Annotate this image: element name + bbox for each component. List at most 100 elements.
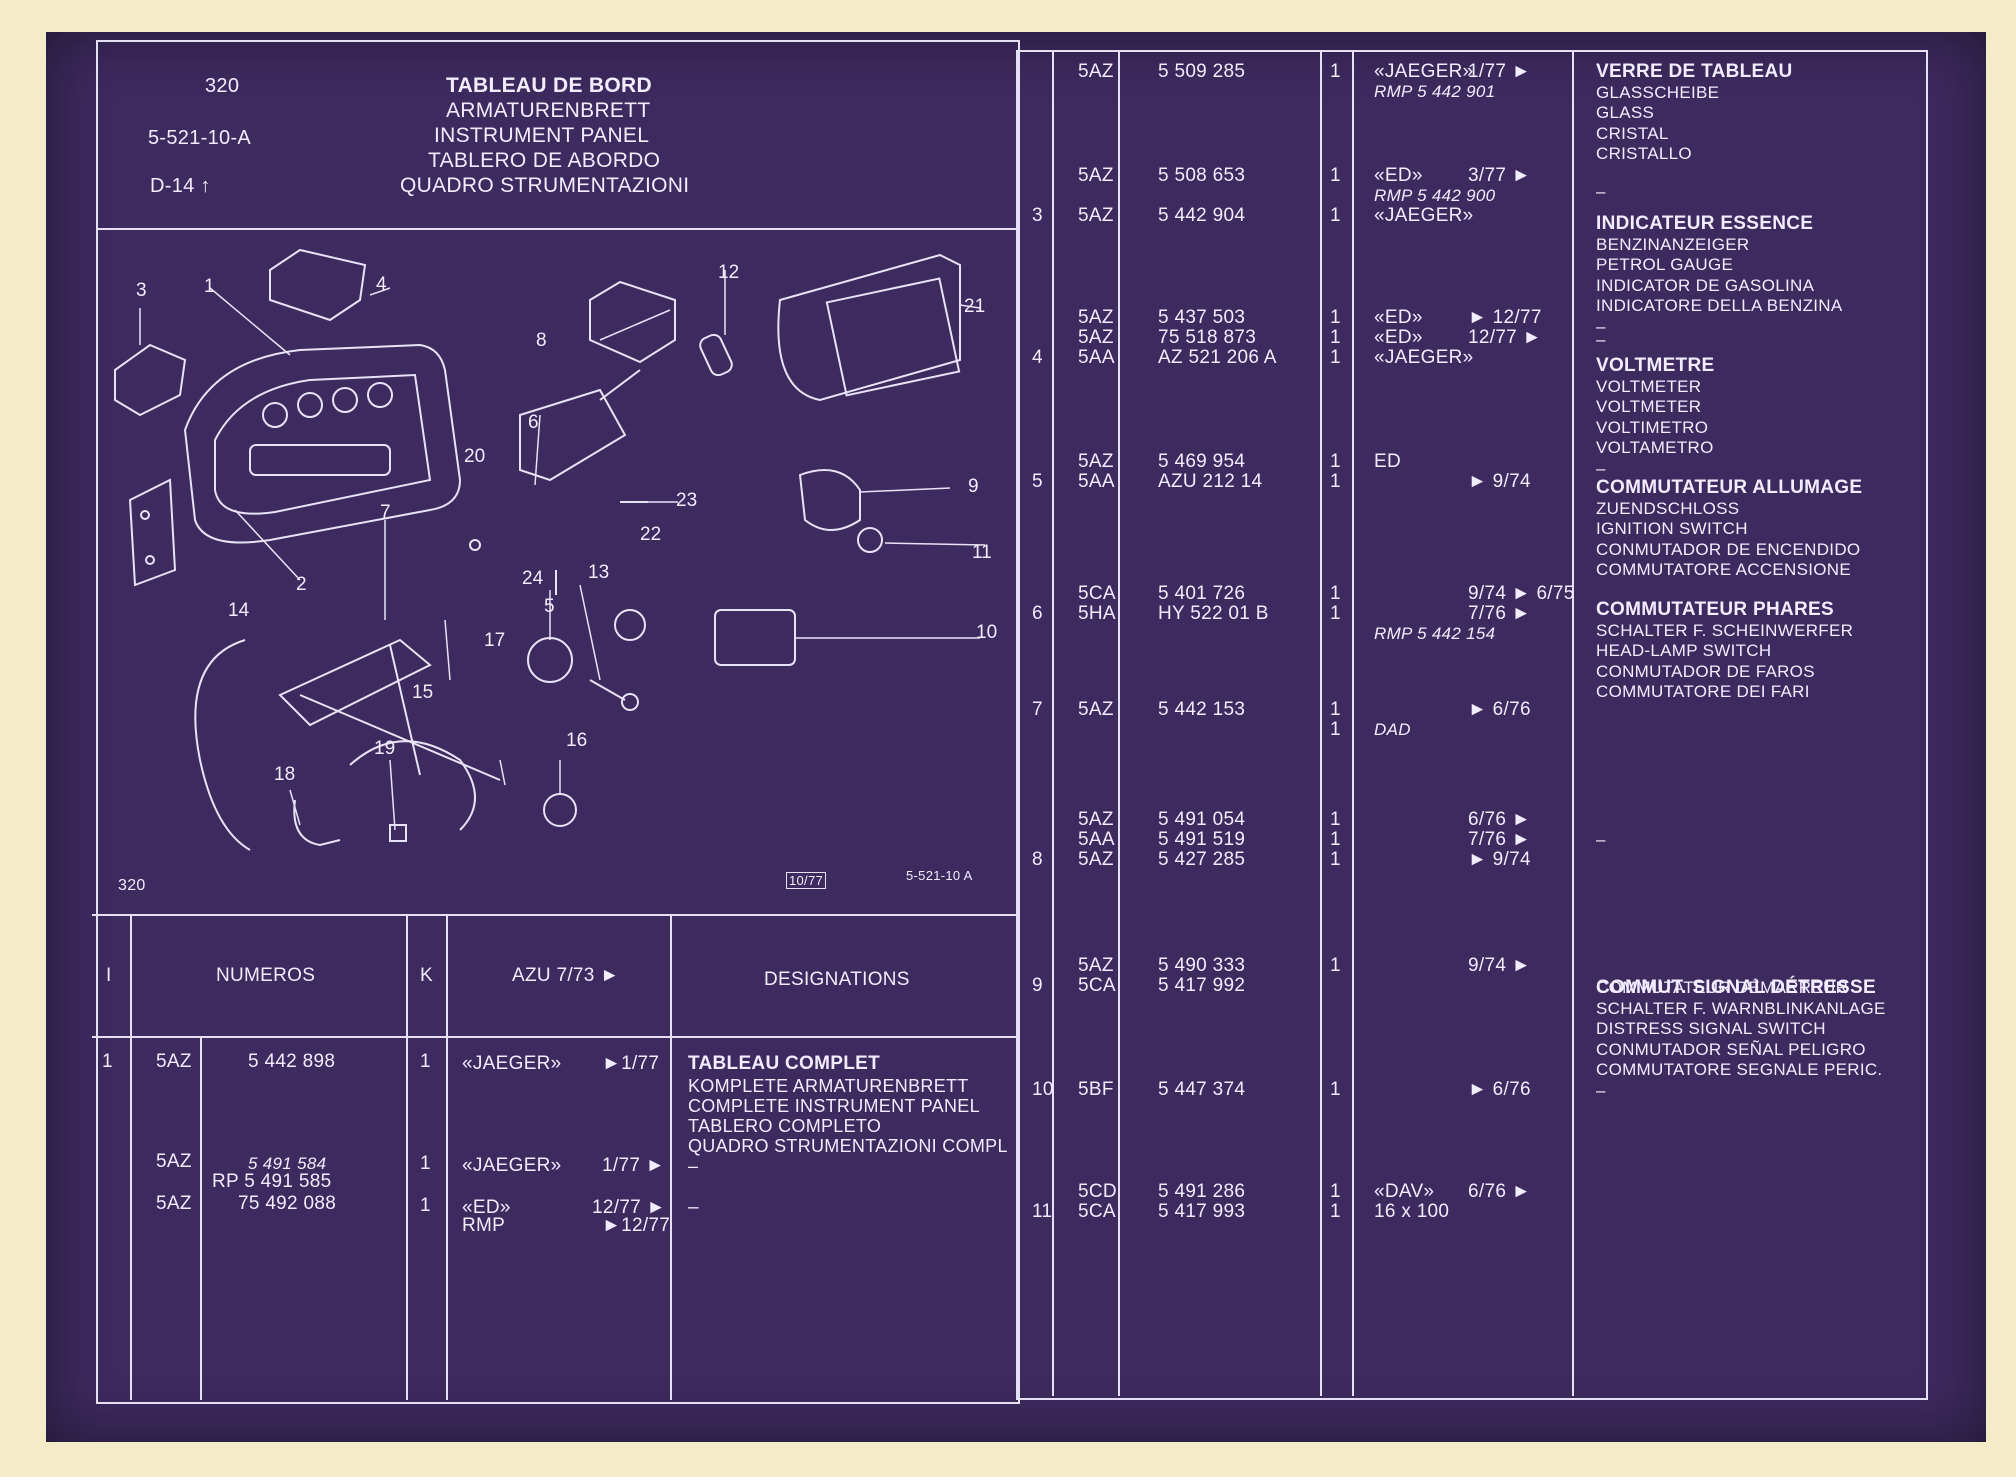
row-number: 5 437 503 <box>1158 307 1246 328</box>
row-number: 5 442 904 <box>1158 205 1246 226</box>
row-k: 1 <box>1330 603 1341 624</box>
row-k: 1 <box>420 1051 431 1072</box>
row-number: 5 508 653 <box>1158 165 1246 186</box>
row-prefix: 5AZ <box>1078 451 1114 472</box>
row-designation: – <box>688 1156 699 1176</box>
row-number: 75 492 088 <box>238 1193 337 1214</box>
row-prefix: 5AA <box>1078 347 1115 368</box>
title-it: QUADRO STRUMENTAZIONI <box>400 174 690 197</box>
col-line <box>1052 50 1054 1396</box>
row-designation: CONMUTADOR DE FAROS <box>1596 661 1815 681</box>
row-index: 8 <box>1032 849 1043 870</box>
row-number: 5 417 993 <box>1158 1201 1246 1222</box>
instrument-panel-drawing <box>130 345 460 585</box>
part-17-drawing <box>300 695 500 780</box>
row-prefix: 5AZ <box>1078 327 1114 348</box>
row-number: 5 469 954 <box>1158 451 1246 472</box>
row-index: 10 <box>1032 1079 1054 1100</box>
row-date: ► 12/77 <box>1468 307 1542 328</box>
row-date: 12/77 ► <box>592 1197 666 1218</box>
arrow-up-icon: ↑ <box>200 175 211 197</box>
row-designation: COMMUT. SIGNAL DÉTRESSE <box>1596 977 1876 998</box>
row-designation: – <box>1596 830 1606 849</box>
row-date: ►1/77 <box>602 1053 660 1074</box>
row-prefix: 5CD <box>1078 1181 1117 1202</box>
part-13-drawing <box>590 680 625 700</box>
row-designation: – <box>1596 182 1606 201</box>
row-index: 1 <box>102 1051 113 1072</box>
part-3-drawing <box>115 345 185 415</box>
col-line <box>1320 50 1322 1396</box>
part-19-drawing <box>390 825 406 841</box>
row-k: 1 <box>1330 1181 1341 1202</box>
row-note: «ED» <box>1374 327 1423 348</box>
row-designation: TABLERO COMPLETO <box>688 1116 882 1136</box>
col-line <box>406 914 408 1400</box>
row-prefix: 5CA <box>1078 583 1116 604</box>
row-designation: – <box>1596 1080 1606 1100</box>
row-designation: CONMUTADOR DE ENCENDIDO <box>1596 539 1861 559</box>
row-date: 12/77 ► <box>1468 327 1542 348</box>
row-designation: VOLTMETRE <box>1596 355 1715 376</box>
row-designation: VOLTMETER <box>1596 376 1702 396</box>
row-designation: CRISTAL <box>1596 123 1669 143</box>
row-designation: COMMUTATORE ACCENSIONE <box>1596 560 1852 579</box>
illustration-page-number: 320 <box>118 877 146 894</box>
row-note: «JAEGER» <box>462 1053 562 1074</box>
row-k: 1 <box>1330 205 1341 226</box>
row-number: 5 491 519 <box>1158 829 1246 850</box>
part-5-drawing <box>528 638 572 682</box>
row-k: 1 <box>1330 61 1341 82</box>
row-index: 4 <box>1032 347 1043 368</box>
row-date: 3/77 ► <box>1468 165 1531 186</box>
row-prefix: 5CA <box>1078 975 1116 996</box>
row-designation: VERRE DE TABLEAU <box>1596 61 1793 82</box>
row-designation: BENZINANZEIGER <box>1596 234 1750 254</box>
row-number: 5 491 286 <box>1158 1181 1246 1202</box>
row-k: 1 <box>1330 1201 1341 1222</box>
callout-9: 9 <box>968 476 979 497</box>
row-prefix: 5AA <box>1078 471 1115 492</box>
table-header-line <box>92 1036 1016 1038</box>
callout-7: 7 <box>380 502 391 523</box>
row-k: 1 <box>1330 307 1341 328</box>
row-date: 1/77 ► <box>602 1155 665 1176</box>
illustration-code: 5-521-10 A <box>906 868 973 883</box>
row-date: 1/77 ► <box>1468 61 1531 82</box>
row-designation: COMMUTATORE SEGNALE PERIC. <box>1596 1060 1883 1079</box>
part-4-drawing <box>270 250 365 320</box>
row-number: HY 522 01 B <box>1158 603 1269 624</box>
row-note: «JAEGER» <box>1374 61 1474 82</box>
row-note: RMP 5 442 900 <box>1374 186 1496 205</box>
row-designation: IGNITION SWITCH <box>1596 519 1748 538</box>
row-prefix: 5HA <box>1078 603 1116 624</box>
row-k: 1 <box>1330 829 1341 850</box>
row-number: 5 509 285 <box>1158 61 1246 82</box>
row-designation: PETROL GAUGE <box>1596 255 1734 274</box>
callout-15: 15 <box>412 682 434 703</box>
th-numeros: NUMEROS <box>216 965 316 986</box>
col-line <box>1352 50 1354 1396</box>
row-designation: COMMUTATORE DEI FARI <box>1596 682 1810 701</box>
row-index: 11 <box>1032 1201 1053 1222</box>
row-number: 5 491 584 <box>248 1154 327 1173</box>
row-designation: TABLEAU COMPLET <box>688 1053 881 1074</box>
callout-18: 18 <box>274 764 296 785</box>
illustration-date-box: 10/77 <box>786 872 827 889</box>
row-k: 1 <box>1330 451 1341 472</box>
part-21-drawing <box>778 255 960 400</box>
row-designation: – <box>688 1197 699 1218</box>
row-designation: COMPLETE INSTRUMENT PANEL <box>688 1096 980 1116</box>
row-number: AZU 212 14 <box>1158 471 1263 492</box>
row-designation: QUADRO STRUMENTAZIONI COMPL <box>688 1136 1008 1156</box>
header-ref: 5-521-10-A <box>148 127 252 149</box>
title-en: INSTRUMENT PANEL <box>434 124 650 147</box>
row-sub: RP 5 491 585 <box>212 1171 332 1192</box>
row-designation: – <box>1596 316 1606 336</box>
header-divider <box>96 228 1018 230</box>
right-frame <box>1016 50 1928 1400</box>
row-prefix: 5AZ <box>156 1193 192 1214</box>
row-k: 1 <box>420 1195 431 1216</box>
row-note: «DAV» <box>1374 1181 1435 1202</box>
table-top-line <box>92 914 1016 916</box>
